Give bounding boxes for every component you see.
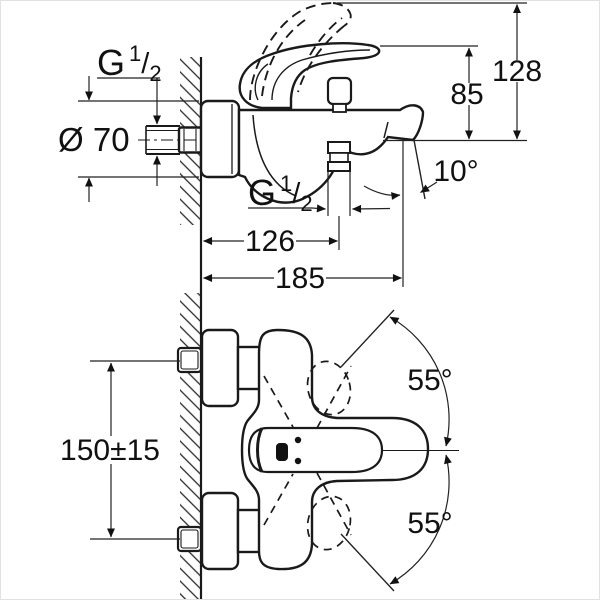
union-nuts-front — [236, 345, 263, 554]
label-height-85: 85 — [450, 78, 483, 111]
dim-shower-thread — [248, 204, 391, 213]
label-inlet-spacing: 150±15 — [60, 434, 160, 467]
label-swing-lower: 55° — [407, 507, 452, 540]
dim-height-85 — [380, 45, 478, 140]
spout-front — [247, 426, 384, 474]
dim-depth-185 — [203, 139, 404, 287]
label-depth-185: 185 — [275, 262, 325, 295]
dim-spout-angle — [363, 139, 438, 200]
handle-positions-dashed — [263, 360, 352, 551]
inlet-union-side — [138, 125, 214, 155]
diverter-knob — [326, 76, 353, 113]
dim-swing-lower — [340, 454, 452, 592]
label-spout-angle: 10° — [433, 155, 478, 188]
spout-dot-upper — [294, 436, 302, 444]
knob-dashed-lower — [306, 495, 352, 551]
dim-depth-126 — [203, 172, 351, 250]
front-view — [176, 328, 459, 571]
knob-dashed-upper — [306, 360, 352, 416]
lever-open-dashed — [249, 2, 352, 101]
dim-flange-diameter — [78, 76, 199, 202]
side-view-dimensions — [78, 2, 527, 287]
dim-inlet-spacing — [90, 360, 180, 540]
shower-outlet-port — [327, 141, 351, 172]
wall-hatch-front-view — [180, 293, 201, 600]
escutcheons-front — [200, 328, 240, 571]
escutcheon-side — [199, 99, 241, 179]
lever-handle-side — [238, 42, 381, 110]
label-swing-upper: 55° — [407, 364, 452, 397]
label-flange-diameter: Ø 70 — [58, 121, 130, 158]
aerator-edge — [383, 121, 389, 139]
front-view-labels: 150±15 55° 55° — [60, 364, 453, 540]
dim-swing-upper — [340, 309, 452, 447]
aerator-opening — [276, 443, 288, 461]
label-height-128: 128 — [492, 55, 542, 88]
side-view — [138, 2, 425, 204]
front-view-dimensions — [90, 309, 452, 592]
label-depth-126: 126 — [245, 225, 295, 258]
spout-dot-lower — [294, 457, 302, 465]
dim-height-128 — [337, 2, 527, 142]
